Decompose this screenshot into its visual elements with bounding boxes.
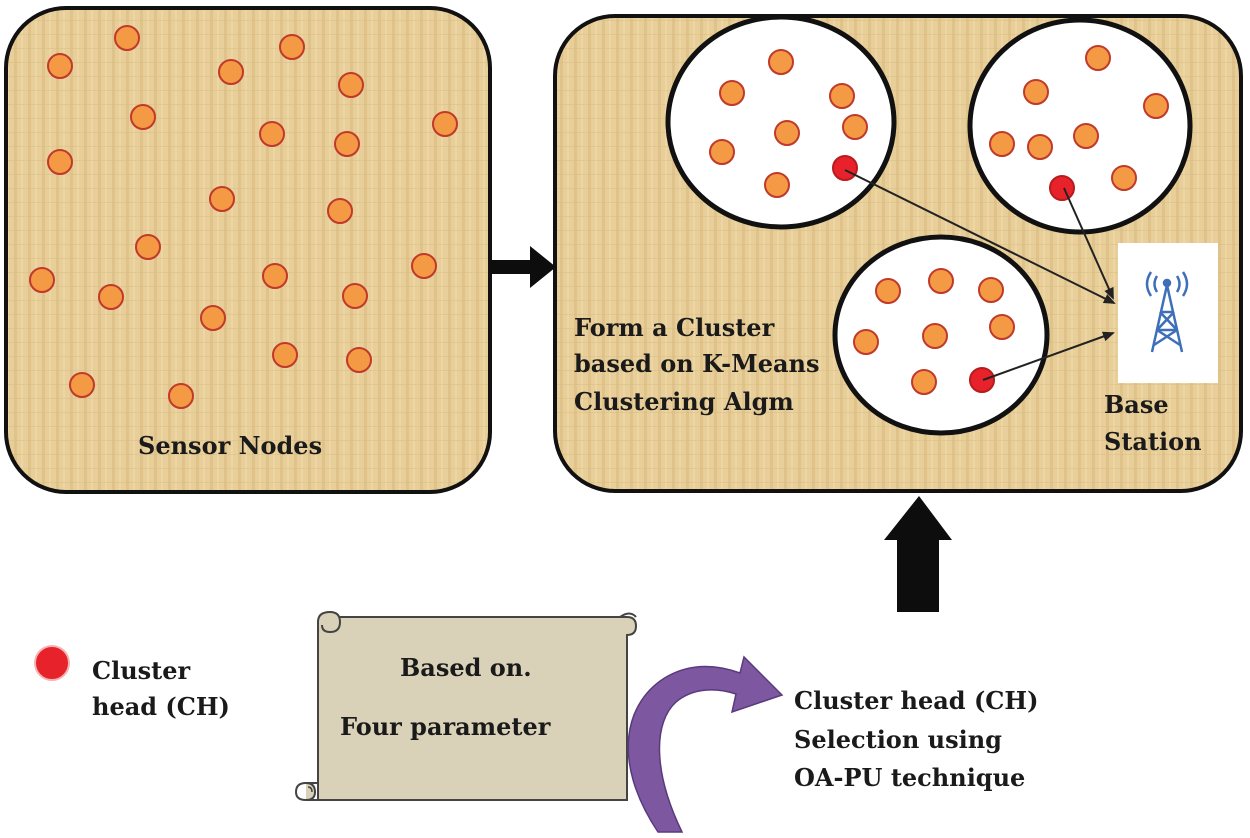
- sensor-node: [114, 25, 140, 51]
- ch3-to-base-arrow: [982, 331, 1115, 381]
- sensor-nodes-panel: [4, 6, 492, 494]
- cluster-member-node: [774, 120, 800, 146]
- cluster-member-node: [1027, 134, 1053, 160]
- scroll-line-2: Four parameter: [340, 712, 551, 741]
- cluster-member-node: [853, 329, 879, 355]
- cluster-form-label-line-3: Clustering Algm: [574, 387, 794, 416]
- selection-line-3: OA-PU technique: [794, 763, 1026, 792]
- cluster-member-node: [978, 277, 1004, 303]
- curved-selection-arrow: [627, 655, 784, 833]
- sensor-node: [47, 149, 73, 175]
- sensor-node-group: [29, 25, 458, 409]
- cluster-member-node: [1111, 165, 1137, 191]
- up-flow-arrow: [884, 496, 952, 612]
- sensor-node: [218, 59, 244, 85]
- cluster-member-node: [922, 323, 948, 349]
- ch1-to-base-arrow: [844, 169, 1116, 304]
- cluster-head-legend-line-2: head (CH): [92, 692, 230, 721]
- selection-line-2: Selection using: [794, 725, 1002, 754]
- sensor-node: [130, 104, 156, 130]
- sensor-node: [135, 234, 161, 260]
- cluster-member-node: [764, 172, 790, 198]
- sensor-node: [338, 72, 364, 98]
- sensor-node: [98, 284, 124, 310]
- scroll-line-1: Based on.: [400, 653, 532, 682]
- cluster-member-node: [829, 83, 855, 109]
- sensor-node: [272, 342, 298, 368]
- sensor-node: [47, 53, 73, 79]
- cluster-head-node: [1049, 175, 1075, 201]
- cluster-member-node: [928, 268, 954, 294]
- sensor-node: [411, 253, 437, 279]
- cluster-member-node: [842, 114, 868, 140]
- sensor-node: [262, 263, 288, 289]
- sensor-node: [334, 131, 360, 157]
- sensor-node: [168, 383, 194, 409]
- right-flow-arrow: [490, 246, 556, 288]
- base-station-label-line-1: Base: [1104, 390, 1169, 419]
- sensor-node: [259, 121, 285, 147]
- ch2-to-base-arrow: [1063, 187, 1114, 300]
- cluster-member-node: [1023, 79, 1049, 105]
- cluster-head-node: [969, 367, 995, 393]
- base-station-label-line-2: Station: [1104, 427, 1202, 456]
- cluster-head-legend-line-1: Cluster: [92, 656, 191, 685]
- sensor-node: [432, 111, 458, 137]
- cluster-member-node: [1085, 45, 1111, 71]
- cluster-member-node: [719, 80, 745, 106]
- cluster-member-node: [989, 131, 1015, 157]
- cluster-member-node: [1143, 93, 1169, 119]
- selection-line-1: Cluster head (CH): [794, 686, 1039, 715]
- cluster-head-legend-dot: [34, 645, 70, 681]
- cluster-head-node: [832, 155, 858, 181]
- sensor-node: [279, 34, 305, 60]
- sensor-node: [327, 198, 353, 224]
- cluster-member-node: [989, 314, 1015, 340]
- parameter-scroll: [294, 610, 638, 801]
- sensor-node: [29, 267, 55, 293]
- cluster-member-node: [709, 139, 735, 165]
- cluster-member-node: [1073, 123, 1099, 149]
- cluster-form-label-line-1: Form a Cluster: [574, 313, 775, 342]
- cluster-form-label-line-2: based on K-Means: [574, 349, 820, 378]
- sensor-nodes-label: Sensor Nodes: [138, 431, 323, 460]
- tower-icon: [1145, 271, 1189, 353]
- sensor-node: [209, 186, 235, 212]
- sensor-node: [346, 347, 372, 373]
- sensor-node: [200, 305, 226, 331]
- cluster-panel: [553, 14, 1243, 493]
- cluster-member-node: [911, 369, 937, 395]
- sensor-node: [342, 283, 368, 309]
- cluster-member-node: [875, 278, 901, 304]
- sensor-node: [69, 372, 95, 398]
- cluster-member-node: [768, 49, 794, 75]
